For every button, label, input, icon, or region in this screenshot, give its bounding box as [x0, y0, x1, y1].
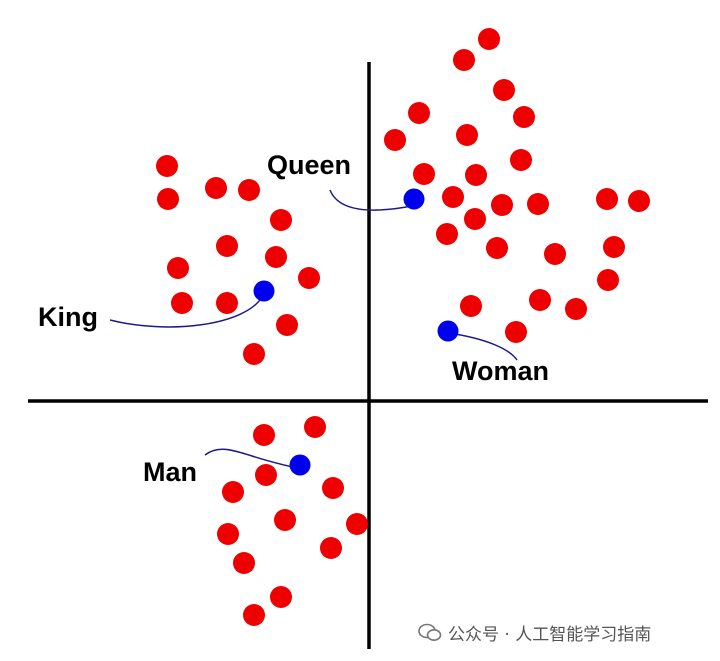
woman-label: Woman [452, 356, 549, 386]
word-point [464, 208, 486, 230]
other-word-points [156, 28, 650, 626]
word-point [156, 155, 178, 177]
word-point [486, 237, 508, 259]
watermark: 公众号 · 人工智能学习指南 [418, 620, 651, 645]
word-point [465, 164, 487, 186]
word-point [171, 292, 193, 314]
word-point [597, 269, 619, 291]
word-point [346, 513, 368, 535]
man-leader-line [204, 448, 299, 469]
word-point [270, 586, 292, 608]
wechat-icon [418, 623, 442, 643]
word-point [436, 223, 458, 245]
word-point [255, 464, 277, 486]
man-label: Man [143, 457, 197, 487]
king-point [253, 280, 275, 302]
word-point [603, 236, 625, 258]
word-point [505, 321, 527, 343]
word-point [628, 190, 650, 212]
word-point [205, 177, 227, 199]
word-point [238, 179, 260, 201]
word-point [298, 267, 320, 289]
word-point [216, 292, 238, 314]
man-point [289, 454, 311, 476]
word-point [243, 343, 265, 365]
queen-leader-line [329, 189, 413, 211]
word-point [270, 209, 292, 231]
word-point [265, 246, 287, 268]
word-point [384, 129, 406, 151]
word-point [513, 106, 535, 128]
watermark-text: 公众号 · 人工智能学习指南 [448, 625, 652, 645]
word-point [408, 102, 430, 124]
word-point [243, 604, 265, 626]
word-point [510, 149, 532, 171]
word-point [544, 243, 566, 265]
king-label: King [38, 302, 98, 332]
word-point [233, 552, 255, 574]
word-point [217, 523, 239, 545]
word-point [442, 186, 464, 208]
word-point [276, 314, 298, 336]
word-point [453, 49, 475, 71]
word-point [596, 188, 618, 210]
word-point [222, 481, 244, 503]
word-point [413, 163, 435, 185]
word-point [491, 194, 513, 216]
word-point [322, 477, 344, 499]
word-point [216, 235, 238, 257]
word-point [456, 124, 478, 146]
word-point [167, 257, 189, 279]
word-point [274, 509, 296, 531]
word-point [478, 28, 500, 50]
woman-point [437, 320, 459, 342]
word-point [157, 188, 179, 210]
word-point [253, 424, 275, 446]
word-point [565, 298, 587, 320]
word-point [493, 79, 515, 101]
word-point [320, 537, 342, 559]
word-point [304, 416, 326, 438]
queen-point [403, 188, 425, 210]
word-point [527, 193, 549, 215]
king-leader-line [109, 296, 263, 328]
queen-label: Queen [267, 150, 351, 180]
woman-leader-line [454, 333, 518, 361]
word-point [460, 295, 482, 317]
word-point [529, 289, 551, 311]
